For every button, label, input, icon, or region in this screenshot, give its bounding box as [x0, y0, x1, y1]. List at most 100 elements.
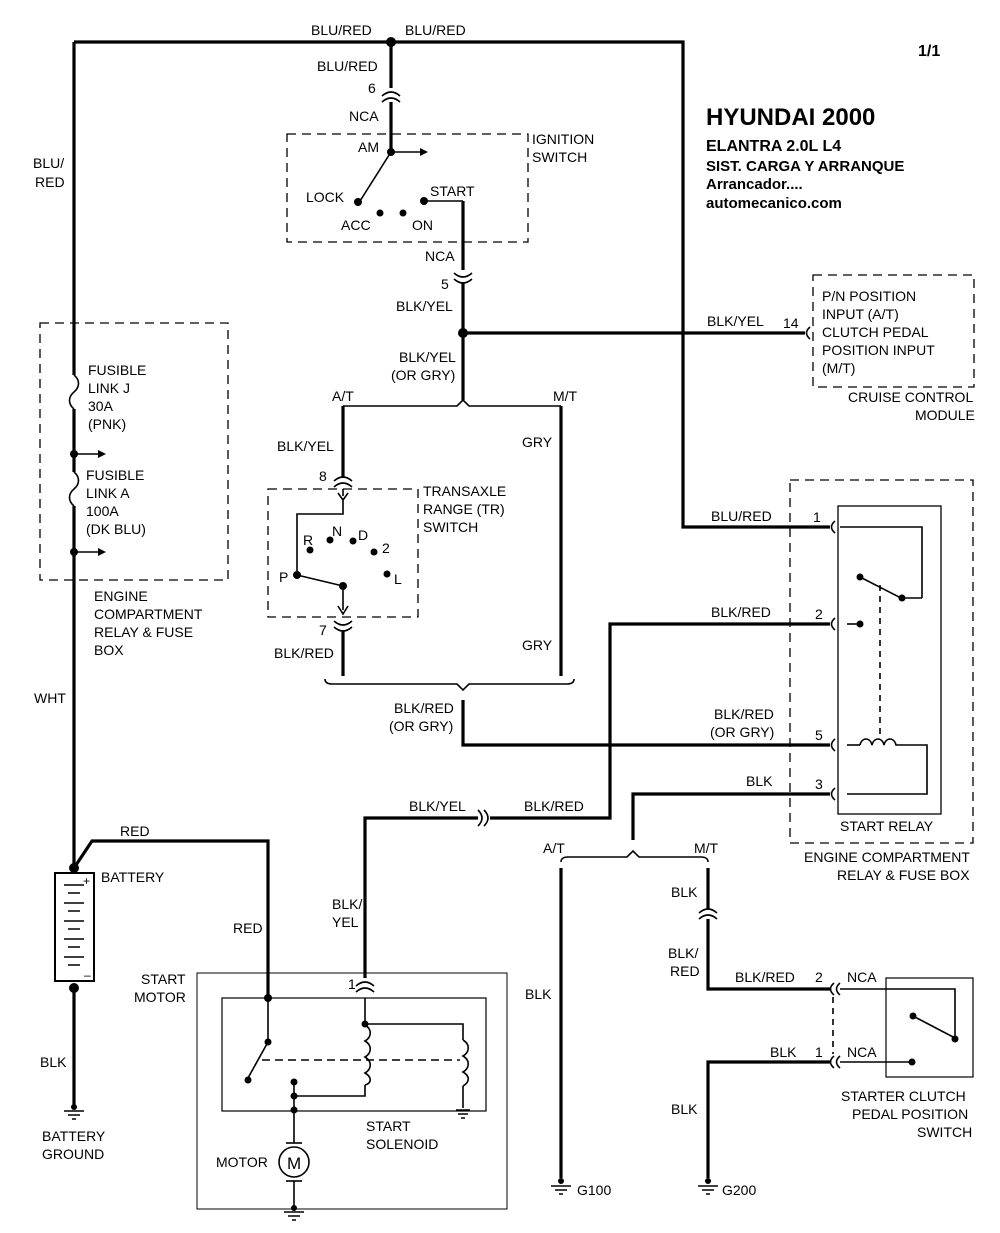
- g100-label: G100: [577, 1182, 611, 1198]
- left-box-label-2: COMPARTMENT: [94, 606, 203, 622]
- clutch-pin-2: 2: [815, 969, 823, 985]
- solenoid-feed-connector: [477, 809, 489, 827]
- clutch-pin-1: 1: [815, 1044, 823, 1060]
- brace-top-at: A/T: [332, 388, 354, 404]
- battery-ground-label-1: BATTERY: [42, 1128, 106, 1144]
- tr-switch-label-1: TRANSAXLE: [423, 483, 506, 499]
- relay-pins: [830, 520, 928, 801]
- fusible-a-2: LINK A: [86, 485, 130, 501]
- cruise-module-label-1: CRUISE CONTROL: [848, 389, 973, 405]
- ign-start-label: START: [430, 183, 475, 199]
- at-mt-brace-top: [343, 398, 561, 407]
- tr-switch-contacts: [293, 489, 391, 616]
- ign-feed-label: BLU/RED: [317, 58, 378, 74]
- start-signal-label: BLK/YEL: [396, 298, 453, 314]
- fusible-a-3: 100A: [86, 503, 119, 519]
- g100-wire-label: BLK: [525, 986, 552, 1002]
- connector-5: [453, 272, 473, 284]
- at-mt-brace-bottom: [324, 678, 575, 692]
- fusible-j-1: FUSIBLE: [88, 362, 146, 378]
- start-motor-outer-box: [196, 972, 508, 1210]
- motor-connector-1: [355, 981, 375, 993]
- battery-red-wire: [72, 839, 270, 998]
- clutch-nca-1: NCA: [847, 969, 877, 985]
- tr-pos-d: D: [358, 527, 368, 543]
- clutch-inline-connector: [698, 908, 718, 920]
- start-motor-label-2: MOTOR: [134, 989, 186, 1005]
- clutch-switch-contacts: [840, 988, 959, 1066]
- right-box-label-1: ENGINE COMPARTMENT: [804, 849, 970, 865]
- ignition-switch-box: [286, 133, 529, 243]
- g200-wire-label: BLK: [671, 1101, 698, 1117]
- cruise-input-4: POSITION INPUT: [822, 342, 935, 358]
- tr-pos-2: 2: [382, 540, 390, 556]
- red-label-side: RED: [233, 920, 263, 936]
- battery-symbol: [54, 872, 95, 982]
- ignition-switch-contacts: [354, 148, 463, 217]
- left-box-label-1: ENGINE: [94, 588, 148, 604]
- relay-pin2-label: BLK/RED: [711, 604, 771, 620]
- g200-label: G200: [722, 1182, 756, 1198]
- red-label-top: RED: [120, 823, 150, 839]
- g200-wire: [706, 1060, 830, 1178]
- ignition-switch-label-2: SWITCH: [532, 149, 587, 165]
- battery-minus: –: [84, 968, 91, 982]
- solenoid-feed-label-top: BLK/YEL: [409, 798, 466, 814]
- g100-ground-icon: [551, 1178, 571, 1195]
- motor-label: MOTOR: [216, 1154, 268, 1170]
- tr-pos-l: L: [394, 571, 402, 587]
- tr-pos-n: N: [332, 523, 342, 539]
- motor-icon: [278, 1142, 310, 1221]
- connector-1-motor-pin: 1: [348, 976, 356, 992]
- clutch-pin2-label: BLK/RED: [735, 969, 795, 985]
- right-fuse-box: [789, 479, 974, 844]
- solenoid-feed-label-1: BLK/: [332, 896, 362, 912]
- cruise-input-1: P/N POSITION: [822, 288, 916, 304]
- start-relay-label: START RELAY: [840, 818, 934, 834]
- solenoid-feed-label-2: YEL: [332, 914, 359, 930]
- start-signal-alt-label-1: BLK/YEL: [399, 349, 456, 365]
- ground-brace-at: A/T: [543, 840, 565, 856]
- tr-pos-r: R: [303, 532, 313, 548]
- clutch-switch-box: [885, 977, 974, 1078]
- start-solenoid-box: [221, 997, 487, 1112]
- cruise-pin-14: 14: [783, 315, 799, 331]
- start-signal-alt-label-2: (OR GRY): [391, 367, 455, 383]
- wht-label: WHT: [34, 690, 66, 706]
- battery-ground-wire-label: BLK: [40, 1054, 67, 1070]
- battery-ground-icon: [64, 1104, 84, 1120]
- cruise-feed-label: BLK/YEL: [707, 313, 764, 329]
- left-feed-label-1: BLU/: [33, 155, 64, 171]
- cruise-module-label-2: MODULE: [915, 407, 975, 423]
- nca-top-label: NCA: [349, 108, 379, 124]
- clutch-pin2-wire: [706, 919, 830, 991]
- relay-pin5-label-1: BLK/RED: [714, 706, 774, 722]
- g200-wire-top-label: BLK: [671, 884, 698, 900]
- g200-ground-icon: [698, 1178, 718, 1195]
- connector-6-pin: 6: [368, 80, 376, 96]
- top-bus-label-left: BLU/RED: [311, 22, 372, 38]
- title-make: HYUNDAI 2000: [706, 104, 875, 131]
- relay-pin-3: 3: [815, 776, 823, 792]
- ground-brace-mt: M/T: [694, 840, 719, 856]
- title-source: automecanico.com: [706, 195, 842, 212]
- clutch-connectors: [829, 982, 841, 1069]
- relay-pin-5: 5: [815, 727, 823, 743]
- ign-acc-label: ACC: [341, 217, 371, 233]
- cruise-input-3: CLUTCH PEDAL: [822, 324, 929, 340]
- clutch-pin1-label: BLK: [770, 1044, 797, 1060]
- cruise-connector: [805, 326, 811, 340]
- connector-6: [381, 91, 401, 103]
- tr-switch-label-3: SWITCH: [423, 519, 478, 535]
- clutch-switch-label-1: STARTER CLUTCH: [841, 1088, 966, 1104]
- connector-7-pin: 7: [319, 622, 327, 638]
- battery-label: BATTERY: [101, 869, 165, 885]
- relay-pin1-wire-label: BLU/RED: [711, 508, 772, 524]
- connector-8: [333, 476, 353, 488]
- left-fuse-box: [39, 322, 229, 581]
- relay-pin-1: 1: [813, 509, 821, 525]
- start-motor-label-1: START: [141, 971, 186, 987]
- right-box-label-2: RELAY & FUSE BOX: [837, 867, 970, 883]
- ign-on-label: ON: [412, 217, 433, 233]
- title-system: SIST. CARGA Y ARRANQUE: [706, 158, 904, 175]
